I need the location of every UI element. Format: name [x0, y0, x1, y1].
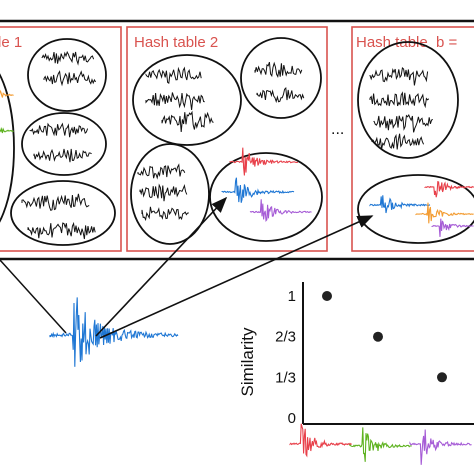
query-waveform: [49, 297, 179, 367]
buckets: [0, 37, 474, 246]
purple-waveform: [431, 218, 474, 237]
noise-waveform: [41, 50, 95, 66]
noise-waveform: [369, 67, 429, 86]
noise-waveform: [256, 87, 305, 104]
x-sample-purple-waveform: [409, 429, 472, 465]
bucket-htb-top: [357, 41, 459, 159]
green-waveform: [0, 126, 14, 134]
noise-waveform: [21, 193, 90, 211]
bucket-ht1-top: [27, 38, 107, 112]
y-tick-label: 1: [288, 288, 296, 305]
bucket-htb-bottom: [357, 174, 474, 244]
red-waveform: [424, 181, 474, 198]
noise-waveform: [137, 163, 186, 180]
ellipsis-label: ...: [331, 121, 344, 138]
noise-waveform: [161, 110, 214, 132]
data-point: [322, 291, 332, 301]
waveforms: [0, 50, 474, 465]
bucket-ht1-bottom: [10, 180, 116, 246]
orange-waveform: [415, 202, 474, 224]
x-sample-red-waveform: [289, 423, 352, 458]
noise-waveform: [141, 206, 189, 222]
purple-waveform: [249, 199, 312, 223]
similarity-chart: Similarity 0 1/3 2/3 1: [238, 282, 474, 427]
noise-waveform: [27, 221, 96, 240]
bucket-ht1-middle: [21, 112, 107, 176]
noise-waveform: [145, 92, 205, 110]
y-tick-labels: 0 1/3 2/3 1: [275, 288, 296, 427]
hash-table-b-panel: [351, 26, 474, 252]
hash-table-1-title: Hash table 1: [0, 34, 22, 51]
data-point: [373, 331, 383, 342]
noise-waveform: [373, 113, 434, 133]
bucket-ht2-top-right: [240, 37, 322, 119]
hash-table-1-panel: [0, 26, 122, 252]
data-points: [322, 291, 447, 383]
noise-waveform: [33, 148, 92, 163]
blue-waveform: [369, 195, 431, 214]
y-tick-label: 2/3: [275, 329, 296, 346]
noise-waveform: [139, 183, 188, 202]
y-tick-label: 1/3: [275, 369, 296, 386]
arrow-to-hash-table-b: [99, 215, 374, 339]
red-waveform: [229, 147, 298, 176]
connector-line-left: [0, 259, 67, 334]
bucket-ht1-left: [0, 73, 15, 223]
bucket-ht2-bottom-right: [209, 152, 323, 242]
y-tick-label: 0: [288, 410, 296, 427]
noise-waveform: [369, 91, 430, 109]
bucket-ht2-bottom-left: [130, 143, 210, 245]
hash-table-2-title: Hash table 2: [134, 34, 218, 51]
noise-waveform: [254, 61, 303, 78]
noise-waveform: [371, 133, 425, 150]
x-sample-green-waveform: [349, 427, 412, 462]
arrow-to-hash-table-2: [95, 196, 228, 337]
noise-waveform: [43, 70, 97, 87]
noise-waveform: [29, 122, 89, 138]
bucket-ht2-top-left: [132, 54, 242, 146]
outer-frame: [0, 19, 474, 261]
y-axis-label: Similarity: [238, 327, 257, 396]
data-point: [437, 372, 447, 383]
noise-waveform: [145, 66, 202, 84]
hash-table-2-panel: [126, 26, 328, 252]
orange-waveform: [0, 89, 14, 98]
blue-waveform: [221, 177, 295, 203]
